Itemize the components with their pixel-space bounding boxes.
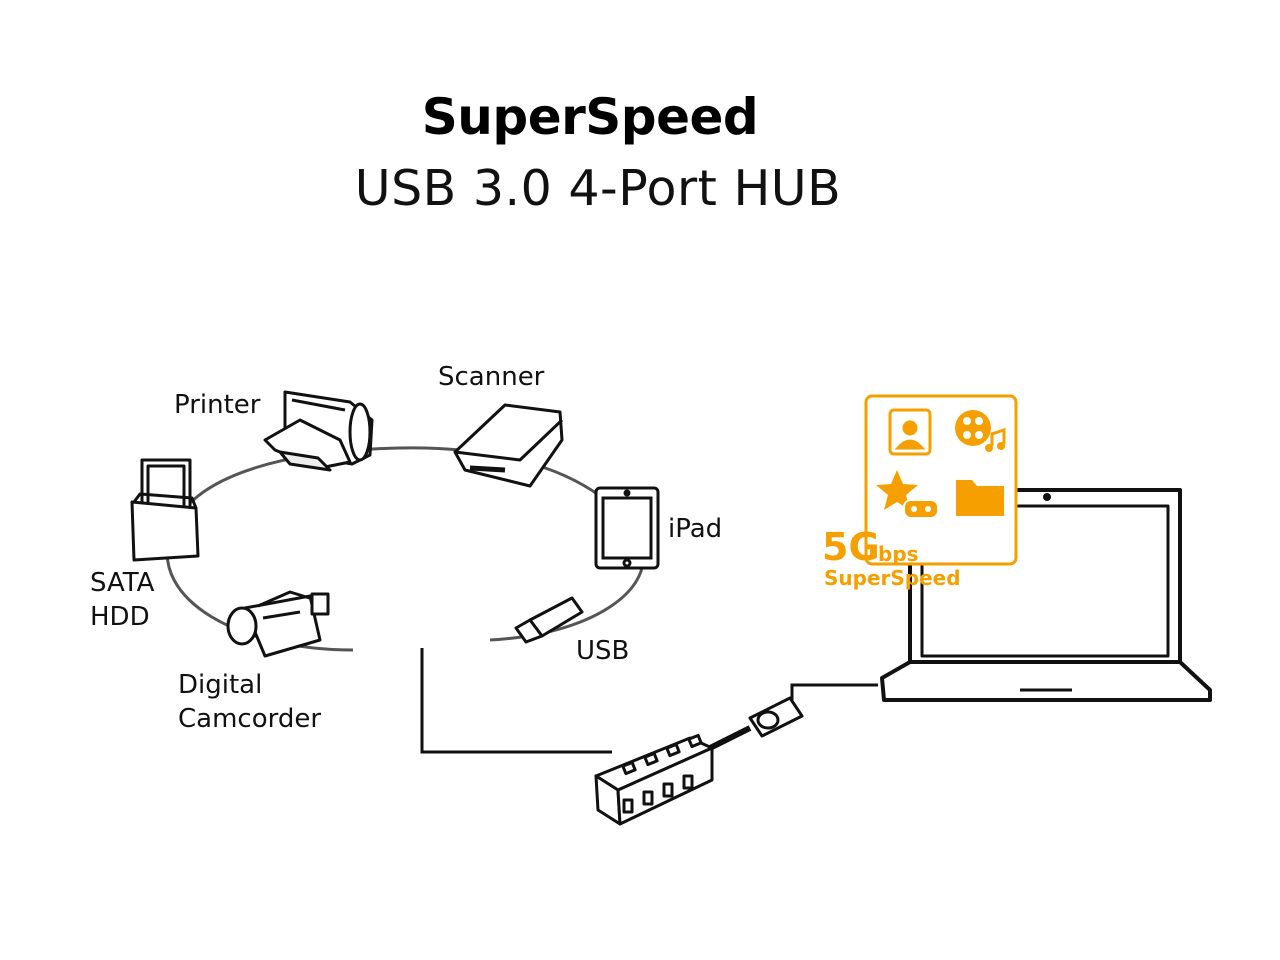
usb-hub-icon [594,733,714,826]
folder-icon [956,480,1004,516]
speed-caption: SuperSpeed [824,566,961,590]
usb-stick-icon [514,596,584,644]
printer-icon [263,390,374,472]
laptop-cable [790,683,878,700]
scanner-label: Scanner [438,362,545,392]
device-ring [165,446,645,652]
usb-plug-icon [748,696,804,738]
sata-label-line2: HDD [90,602,150,632]
page-subtitle: USB 3.0 4-Port HUB [354,160,842,217]
film-reel-music-icon [955,410,1006,452]
hub-cable-right [704,725,752,753]
sata-label-line1: SATA [90,568,155,598]
scanner-icon [453,403,564,488]
star-gamepad-icon [876,470,939,519]
speed-unit: bps [878,542,919,566]
laptop-icon [880,488,1212,702]
hub-cable-left [420,648,612,754]
ipad-label: iPad [668,514,723,544]
camcorder-label-line2: Camcorder [178,704,322,734]
camcorder-label-line1: Digital [178,670,263,700]
contact-card-icon [888,408,932,456]
printer-label: Printer [174,390,261,420]
camcorder-icon [226,590,330,658]
usb-label: USB [576,636,630,666]
page-title: SuperSpeed [421,88,759,146]
ipad-icon [594,486,660,570]
sata-hdd-icon [130,458,200,562]
speed-value: 5G [822,525,880,569]
